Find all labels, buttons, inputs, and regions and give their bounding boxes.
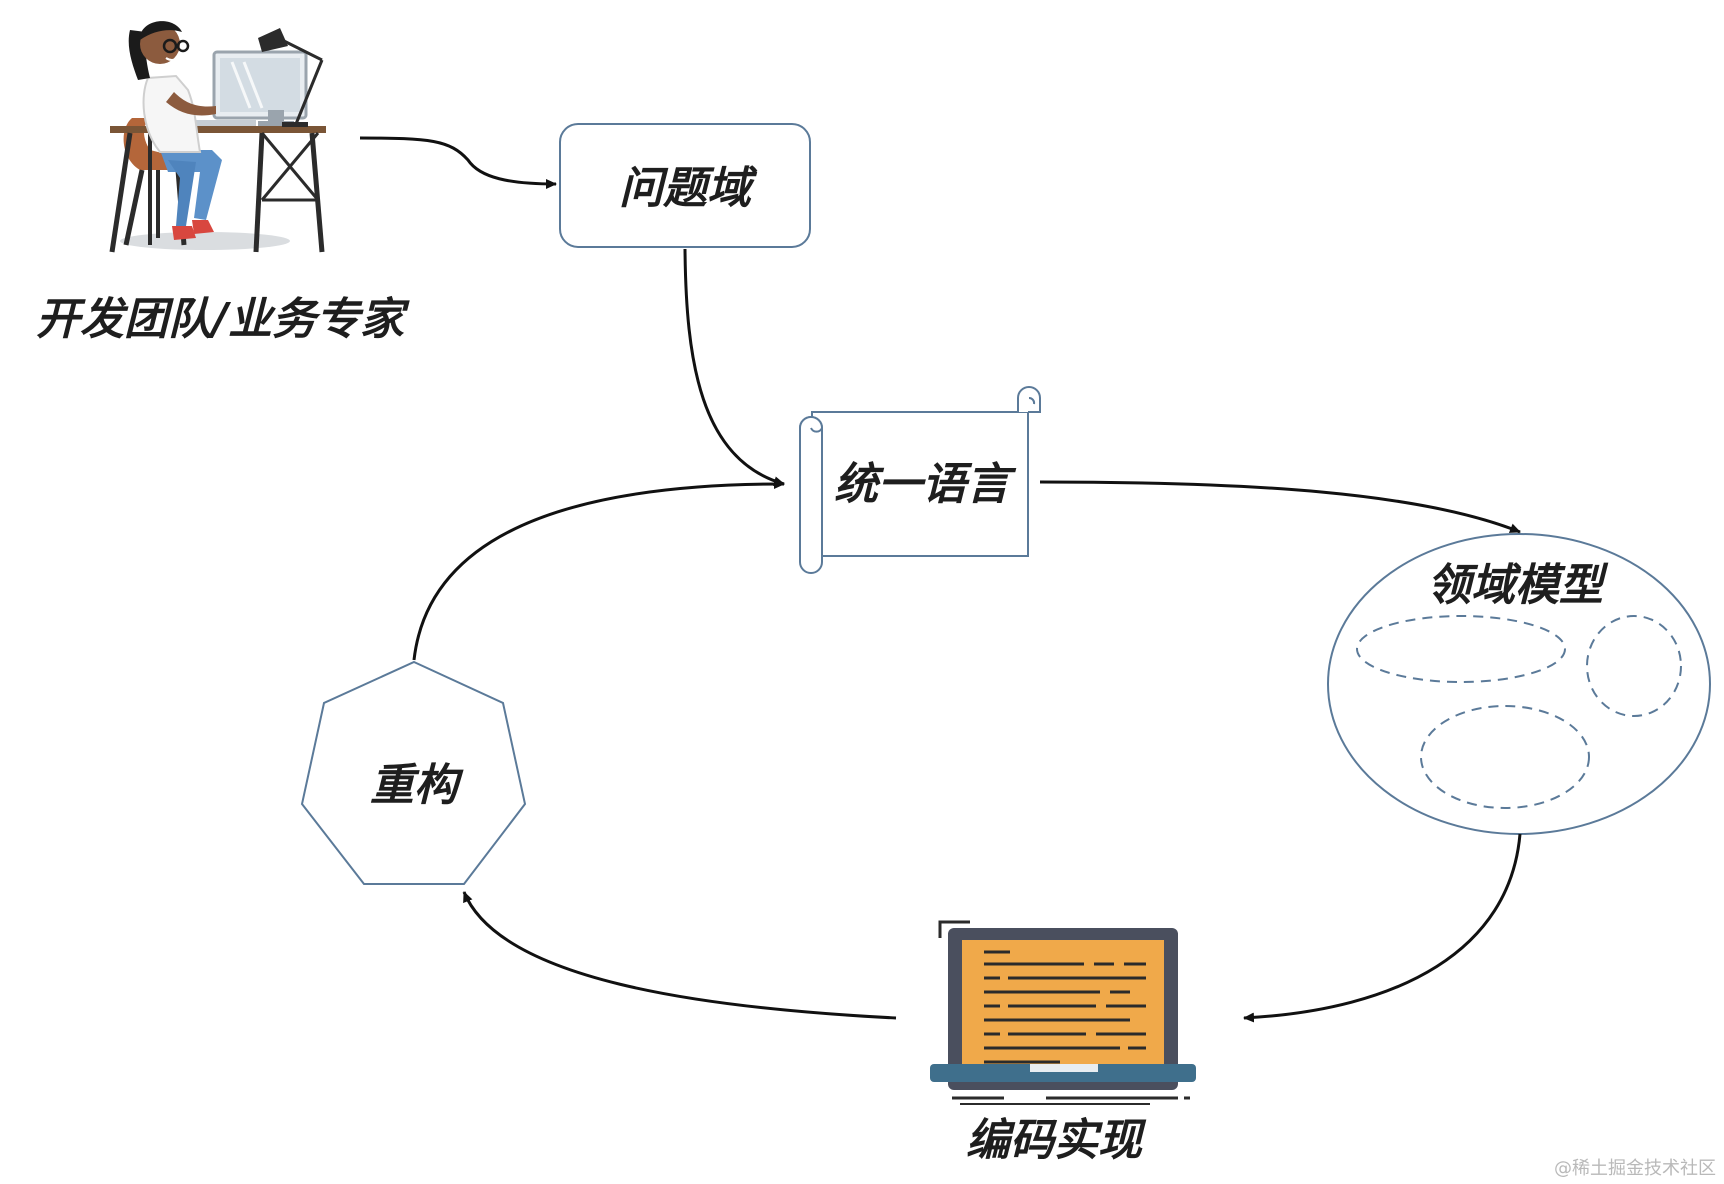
subdomain-ellipse [1420, 705, 1590, 809]
person-at-desk-icon [109, 21, 326, 253]
subdomain-ellipse [1586, 615, 1682, 717]
implementation-label: 编码实现 [966, 1115, 1147, 1166]
arrow-refactor-to-language [412, 479, 785, 661]
domain-model-label: 领域模型 [1427, 560, 1609, 611]
flow-arrows [359, 136, 1522, 1023]
domain-model-node: 领域模型 [1327, 533, 1711, 835]
arrow-domain-model-to-implementation [1243, 833, 1522, 1023]
problem-domain-box [559, 123, 811, 248]
laptop-code-icon [930, 920, 1196, 1105]
arrow-team-to-problem-domain [359, 136, 557, 189]
problem-domain-label: 问题域 [619, 163, 758, 214]
arrow-implementation-to-refactor [462, 891, 897, 1020]
watermark-text: @稀土掘金技术社区 [1554, 1158, 1716, 1179]
team-label: 开发团队/业务专家 [36, 294, 410, 345]
arrow-language-to-domain-model [1039, 480, 1521, 534]
refactor-node: 重构 [300, 660, 527, 885]
ubiquitous-language-label: 统一语言 [834, 459, 1017, 510]
refactor-label: 重构 [370, 760, 464, 811]
subdomain-ellipse [1356, 615, 1566, 683]
scroll-icon [799, 386, 1041, 574]
arrow-problem-domain-to-language [683, 248, 785, 487]
refactor-heptagon [300, 660, 527, 885]
problem-domain-node: 问题域 [559, 123, 811, 248]
